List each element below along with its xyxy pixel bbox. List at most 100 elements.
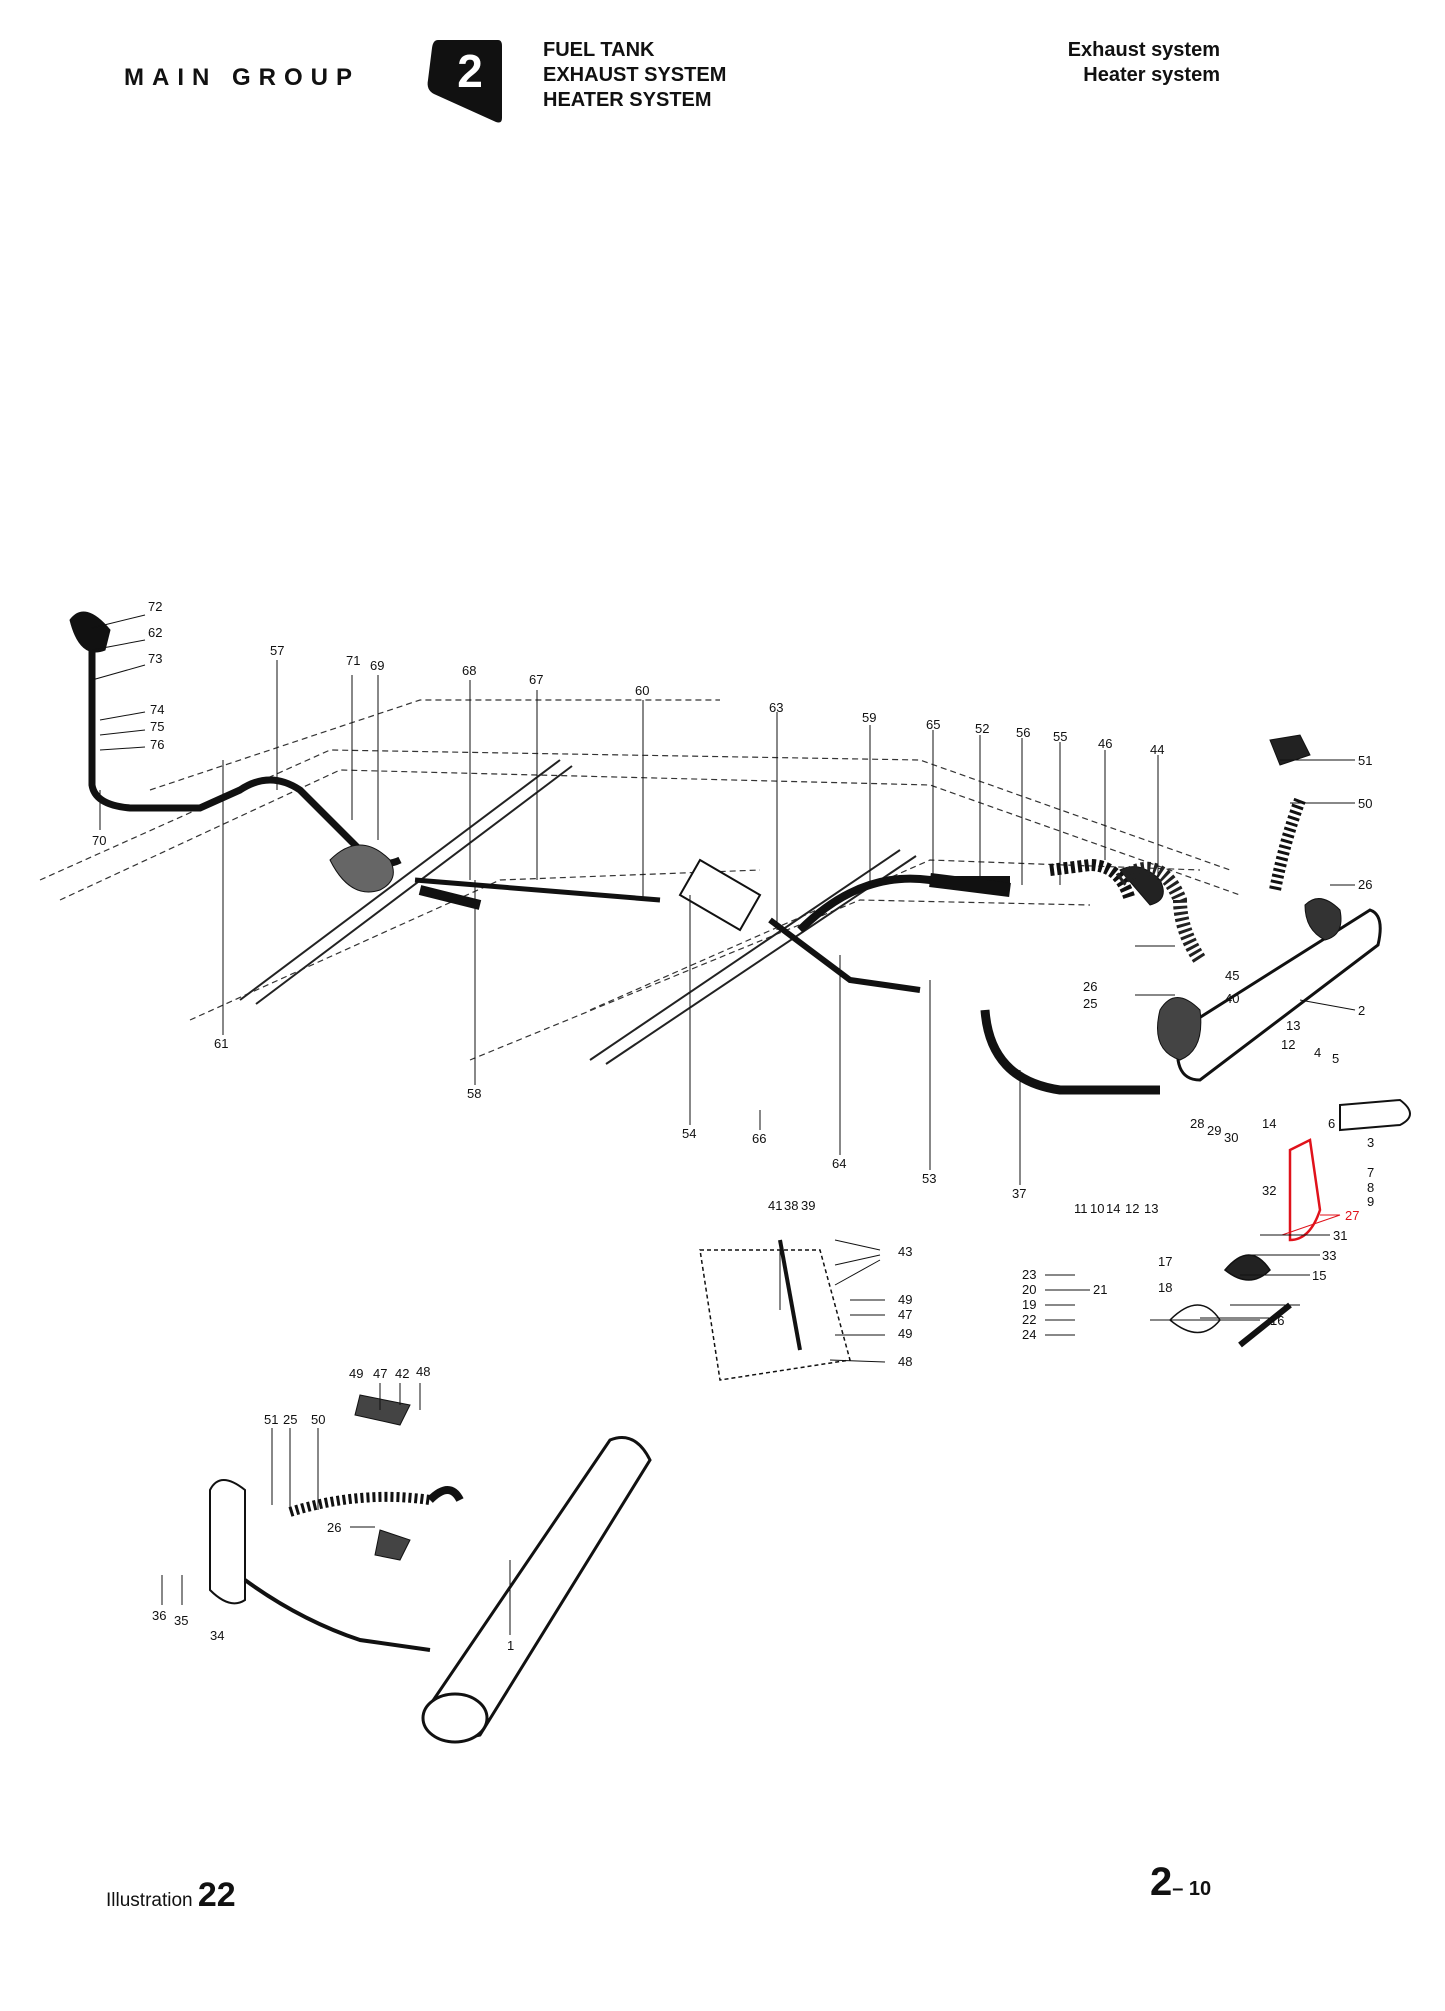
callout-47-b: 47 bbox=[373, 1366, 387, 1381]
callout-26-b: 26 bbox=[1083, 979, 1097, 994]
callout-62: 62 bbox=[148, 625, 162, 640]
callout-51-b: 51 bbox=[264, 1412, 278, 1427]
callout-67: 67 bbox=[529, 672, 543, 687]
section-title-heater: Heater system bbox=[1083, 64, 1220, 86]
callout-57: 57 bbox=[270, 643, 284, 658]
callout-47: 47 bbox=[898, 1307, 912, 1322]
callout-32: 32 bbox=[1262, 1183, 1276, 1198]
callout-52: 52 bbox=[975, 721, 989, 736]
callout-61: 61 bbox=[214, 1036, 228, 1051]
callout-65: 65 bbox=[926, 717, 940, 732]
system-heater: HEATER SYSTEM bbox=[543, 89, 712, 111]
callout-37: 37 bbox=[1012, 1186, 1026, 1201]
rear-exhaust-pipe-assembly bbox=[69, 611, 1206, 993]
callout-64: 64 bbox=[832, 1156, 846, 1171]
illustration-caption: Illustration 22 bbox=[106, 1876, 236, 1915]
callout-63: 63 bbox=[769, 700, 783, 715]
callout-11: 11 bbox=[1074, 1201, 1088, 1216]
parts-small-brackets bbox=[699, 1098, 1411, 1381]
system-list: FUEL TANK EXHAUST SYSTEM HEATER SYSTEM bbox=[543, 38, 726, 113]
callout-33: 33 bbox=[1322, 1248, 1336, 1263]
callout-50: 50 bbox=[1358, 796, 1372, 811]
callout-55: 55 bbox=[1053, 729, 1067, 744]
callout-40: 40 bbox=[1225, 991, 1239, 1006]
system-fuel-tank: FUEL TANK bbox=[543, 39, 655, 61]
callout-25-b: 25 bbox=[283, 1412, 297, 1427]
callout-42: 42 bbox=[395, 1366, 409, 1381]
callout-39: 39 bbox=[801, 1198, 815, 1213]
main-group-title: MAIN GROUP bbox=[124, 64, 360, 91]
callout-58: 58 bbox=[467, 1086, 481, 1101]
illustration-number: 22 bbox=[197, 1876, 236, 1914]
callout-44: 44 bbox=[1150, 742, 1164, 757]
callout-72: 72 bbox=[148, 599, 162, 614]
callout-45: 45 bbox=[1225, 968, 1239, 983]
callout-34: 34 bbox=[210, 1628, 224, 1643]
callout-8: 8 bbox=[1367, 1180, 1374, 1195]
callout-26: 26 bbox=[1358, 877, 1372, 892]
callout-12: 12 bbox=[1281, 1037, 1295, 1052]
callout-28: 28 bbox=[1190, 1116, 1204, 1131]
system-exhaust: EXHAUST SYSTEM bbox=[543, 64, 727, 86]
callout-30: 30 bbox=[1224, 1130, 1238, 1145]
callout-13-b: 13 bbox=[1144, 1201, 1158, 1216]
callout-76: 76 bbox=[150, 737, 164, 752]
callout-3: 3 bbox=[1367, 1135, 1374, 1150]
group-number-badge bbox=[427, 40, 502, 123]
callout-31: 31 bbox=[1333, 1228, 1347, 1243]
callout-12-b: 12 bbox=[1125, 1201, 1139, 1216]
callout-22: 22 bbox=[1022, 1312, 1036, 1327]
callout-73: 73 bbox=[148, 651, 162, 666]
callout-19: 19 bbox=[1022, 1297, 1036, 1312]
callout-25: 25 bbox=[1083, 996, 1097, 1011]
callout-70: 70 bbox=[92, 833, 106, 848]
callout-48-b: 48 bbox=[416, 1364, 430, 1379]
callout-51: 51 bbox=[1358, 753, 1372, 768]
callout-69: 69 bbox=[370, 658, 384, 673]
callout-48: 48 bbox=[898, 1354, 912, 1369]
callout-35: 35 bbox=[174, 1613, 188, 1628]
callout-49-c: 49 bbox=[349, 1366, 363, 1381]
callout-66: 66 bbox=[752, 1131, 766, 1146]
muffler-1-right bbox=[980, 898, 1382, 1095]
callout-49: 49 bbox=[898, 1292, 912, 1307]
callout-16: 16 bbox=[1270, 1313, 1284, 1328]
callout-5: 5 bbox=[1332, 1051, 1339, 1066]
callout-43: 43 bbox=[898, 1244, 912, 1259]
group-number: 2 bbox=[457, 45, 483, 97]
illustration-word: Illustration bbox=[106, 1890, 193, 1911]
callout-27-highlighted: 27 bbox=[1345, 1208, 1359, 1223]
page-number: 2– 10 bbox=[1150, 1860, 1211, 1905]
callout-18: 18 bbox=[1158, 1280, 1172, 1295]
part-callouts: 72 62 73 74 75 76 70 57 71 69 68 67 60 6… bbox=[92, 599, 1374, 1653]
callout-46: 46 bbox=[1098, 736, 1112, 751]
callout-50-b: 50 bbox=[311, 1412, 325, 1427]
callout-53: 53 bbox=[922, 1171, 936, 1186]
callout-38: 38 bbox=[784, 1198, 798, 1213]
callout-75: 75 bbox=[150, 719, 164, 734]
callout-56: 56 bbox=[1016, 725, 1030, 740]
callout-9: 9 bbox=[1367, 1194, 1374, 1209]
section-titles: Exhaust system Heater system bbox=[980, 38, 1220, 88]
callout-10: 10 bbox=[1090, 1201, 1104, 1216]
callout-24: 24 bbox=[1022, 1327, 1036, 1342]
callout-54: 54 bbox=[682, 1126, 696, 1141]
callout-68: 68 bbox=[462, 663, 476, 678]
callout-41: 41 bbox=[768, 1198, 782, 1213]
callout-74: 74 bbox=[150, 702, 164, 717]
callout-14: 14 bbox=[1262, 1116, 1276, 1131]
callout-59: 59 bbox=[862, 710, 876, 725]
leader-lines bbox=[91, 614, 1356, 1635]
heater-hose-50 bbox=[1269, 734, 1311, 892]
section-title-exhaust: Exhaust system bbox=[1067, 39, 1220, 61]
callout-60: 60 bbox=[635, 683, 649, 698]
callout-23: 23 bbox=[1022, 1267, 1036, 1282]
detail-muffler-assembly bbox=[209, 1394, 652, 1744]
callout-21: 21 bbox=[1093, 1282, 1107, 1297]
callout-71: 71 bbox=[346, 653, 360, 668]
callout-7: 7 bbox=[1367, 1165, 1374, 1180]
callout-26-c: 26 bbox=[327, 1520, 341, 1535]
callout-2: 2 bbox=[1358, 1003, 1365, 1018]
